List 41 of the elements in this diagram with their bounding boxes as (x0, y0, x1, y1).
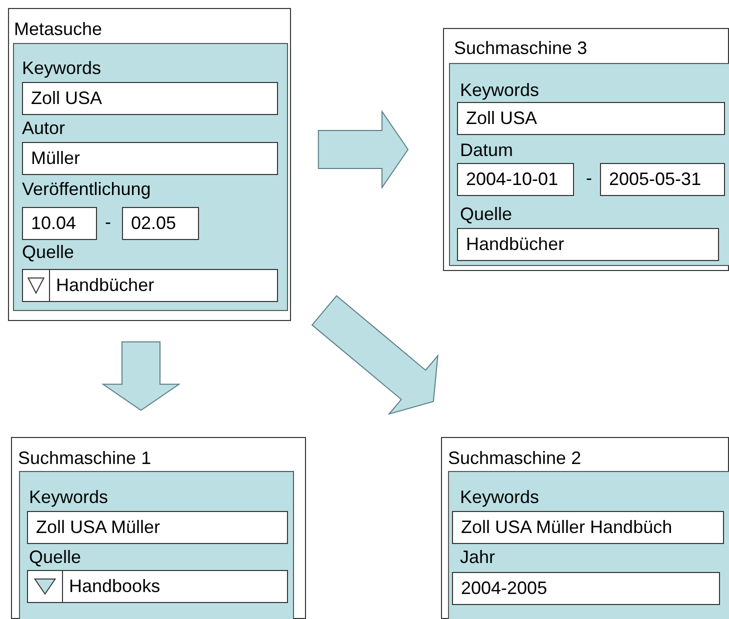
input-field: 10.04 (22, 207, 97, 240)
input-field: 2005-05-31 (600, 163, 725, 196)
input-field: 02.05 (122, 207, 199, 240)
window-frame (443, 28, 729, 271)
input-field: 2004-10-01 (457, 163, 574, 196)
window-title: Metasuche (14, 19, 102, 39)
field-label: Keywords (460, 487, 540, 507)
field-label: Jahr (460, 547, 496, 567)
input-field: Zoll USA Müller (27, 511, 288, 544)
window-title: Suchmaschine 3 (454, 38, 588, 58)
dropdown-field: Handbücher (22, 269, 278, 302)
input-field: Zoll USA (22, 82, 278, 115)
block-arrow (318, 110, 409, 190)
window-title: Suchmaschine 2 (448, 448, 582, 468)
input-field: 2004-2005 (452, 572, 720, 605)
window-title: Suchmaschine 1 (18, 448, 152, 468)
form-panel (448, 471, 729, 619)
input-field: Zoll USA Müller Handbüch (452, 511, 724, 544)
field-label: Datum (460, 140, 514, 160)
field-label: Keywords (460, 80, 540, 100)
window-frame (11, 437, 306, 619)
form-panel (19, 471, 294, 619)
field-label: Keywords (22, 58, 102, 78)
dropdown-field: Handbooks (27, 570, 288, 603)
window-frame (8, 8, 291, 321)
block-arrow (101, 341, 181, 411)
input-field: Handbücher (457, 228, 719, 261)
field-label: Quelle (460, 204, 512, 224)
field-label: Keywords (29, 487, 108, 507)
range-separator: - (586, 168, 592, 188)
form-panel (449, 63, 729, 266)
form-panel (13, 43, 288, 311)
field-label: Autor (22, 118, 66, 138)
range-separator: - (105, 212, 111, 232)
field-label: Veröffentlichung (22, 179, 151, 199)
field-label: Quelle (22, 242, 74, 262)
input-field: Müller (22, 142, 278, 175)
field-label: Quelle (29, 547, 82, 567)
block-arrow (311, 295, 438, 415)
window-frame (441, 437, 729, 619)
input-field: Zoll USA (457, 102, 725, 135)
